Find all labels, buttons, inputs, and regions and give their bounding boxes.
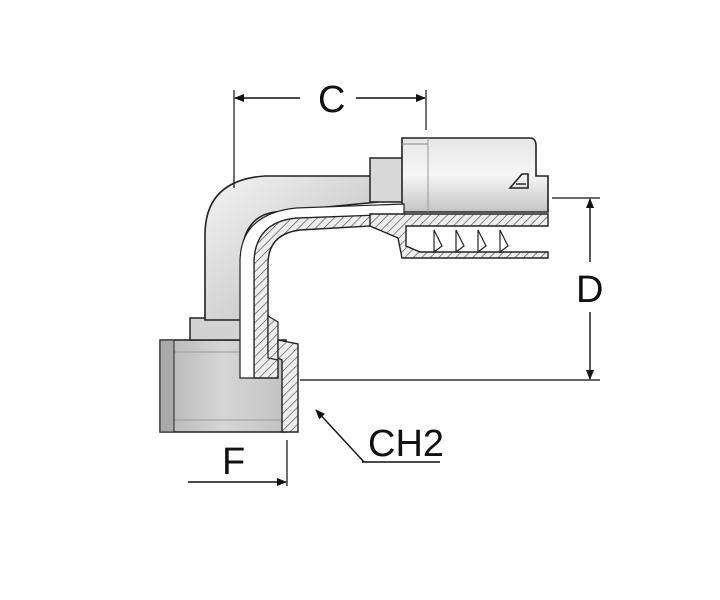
dim-ch2-label: CH2 xyxy=(368,423,444,465)
elbow-tube xyxy=(204,175,379,321)
hose-tail-section xyxy=(369,213,549,259)
fitting-body xyxy=(159,137,549,433)
dim-f-label: F xyxy=(222,441,245,483)
ferrule-sleeve xyxy=(401,137,549,213)
dim-d-label: D xyxy=(576,269,603,311)
dimension-lines: C D F CH2 xyxy=(188,79,603,486)
nut-collar xyxy=(189,317,247,341)
bore-interior xyxy=(239,203,405,379)
dim-c-label: C xyxy=(318,79,345,121)
nut-wall-section xyxy=(277,339,299,433)
hose-tail-barbs xyxy=(433,229,509,254)
seat-section xyxy=(267,314,279,361)
step-collar xyxy=(369,157,405,203)
brand-logo-icon xyxy=(508,173,529,189)
dim-ch2-leader xyxy=(315,409,365,463)
